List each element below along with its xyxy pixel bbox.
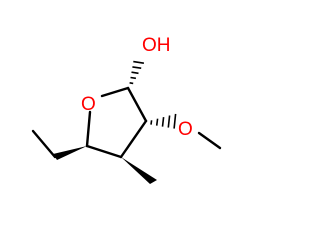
wedge-bond-c4-methyl — [121, 157, 157, 184]
bond-ring-o-c2 — [100, 86, 130, 98]
wedge-bond-c5-ethyl — [53, 146, 87, 160]
bond-c2-c3 — [126, 86, 148, 123]
bond-c5-ring-o — [85, 110, 92, 148]
molecule-structure: O OH O — [31, 35, 222, 184]
bond-c4-c5 — [85, 144, 123, 159]
hashed-bond-c2-oh — [129, 60, 145, 85]
bond-ome-ch3 — [197, 131, 222, 150]
bond-ethyl-ch2-ch3 — [31, 129, 57, 159]
hashed-bond-c3-ome — [150, 113, 177, 129]
hydroxyl-label: OH — [142, 35, 171, 56]
methoxy-oxygen-label: O — [178, 119, 193, 140]
ring-oxygen-label: O — [81, 94, 96, 115]
bond-c3-c4 — [119, 119, 148, 159]
